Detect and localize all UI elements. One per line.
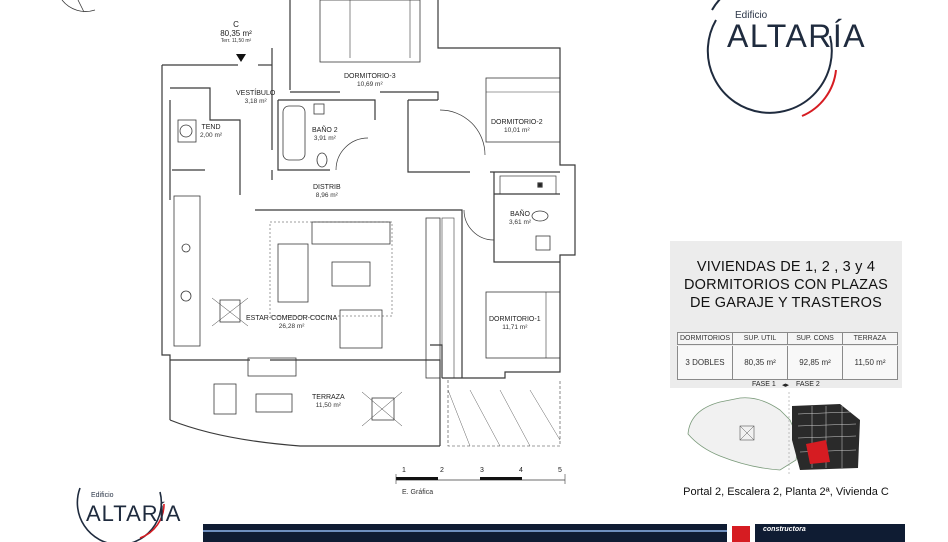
scale-tick: 4 bbox=[519, 467, 523, 474]
room-dormitorio-3: DORMITORIO-3 10,69 m² bbox=[344, 73, 396, 89]
room-area: 10,01 m² bbox=[503, 127, 530, 134]
scale-ticks: 1 2 3 4 5 bbox=[396, 467, 566, 477]
spec-value-cell: 80,35 m² bbox=[732, 346, 787, 380]
fase-arrow-icon: ◂▸ bbox=[782, 382, 790, 389]
scale-tick: 5 bbox=[558, 467, 562, 474]
brand-prefix: Edificio bbox=[735, 10, 768, 21]
brand-name: ALTARÍA bbox=[86, 501, 182, 526]
panel-title-line: DE GARAJE Y TRASTEROS bbox=[690, 295, 882, 311]
spec-header-cell: DORMITORIOS bbox=[677, 332, 732, 345]
room-name: DORMITORIO-3 bbox=[344, 73, 396, 80]
spec-header-cell: SUP. CONS bbox=[787, 332, 842, 345]
spec-header-cell: TERRAZA bbox=[842, 332, 898, 345]
room-name: BAÑO 2 bbox=[312, 127, 338, 134]
scale-tick: 1 bbox=[402, 467, 406, 474]
room-area: 26,28 m² bbox=[278, 323, 305, 330]
room-area: 2,00 m² bbox=[200, 132, 223, 139]
room-vestibulo: VESTÍBULO 3,18 m² bbox=[236, 90, 275, 106]
brand-logo-small: Edificio ALTARÍA bbox=[66, 472, 186, 542]
room-area: 10,69 m² bbox=[356, 81, 383, 88]
room-bano: BAÑO 3,61 m² bbox=[509, 211, 531, 227]
room-distrib: DISTRIB 8,96 m² bbox=[313, 184, 341, 200]
scale-caption: E. Gráfica bbox=[402, 489, 434, 496]
room-area: 11,71 m² bbox=[502, 324, 528, 331]
spec-value-cell: 11,50 m² bbox=[842, 346, 898, 380]
brand-name: ALTARÍA bbox=[727, 18, 867, 54]
room-bano-2: BAÑO 2 3,91 m² bbox=[312, 127, 338, 143]
room-area: 3,91 m² bbox=[313, 135, 336, 142]
scale-tick: 3 bbox=[480, 467, 484, 474]
unit-letter: C bbox=[233, 20, 239, 29]
spec-value-cell: 3 DOBLES bbox=[677, 346, 732, 380]
spec-value-cell: 92,85 m² bbox=[787, 346, 842, 380]
scale-tick: 2 bbox=[440, 467, 444, 474]
panel-title-line: DORMITORIOS CON PLAZAS bbox=[684, 277, 888, 293]
spec-header-cell: SUP. UTIL bbox=[732, 332, 787, 345]
panel-title-line: VIVIENDAS DE 1, 2 , 3 y 4 bbox=[696, 259, 876, 275]
room-area: 8,96 m² bbox=[315, 192, 338, 199]
panel-title: VIVIENDAS DE 1, 2 , 3 y 4 DORMITORIOS CO… bbox=[670, 258, 902, 312]
footer-company: constructora bbox=[755, 524, 905, 542]
fase-2-label: FASE 2 bbox=[796, 381, 820, 388]
room-estar-comedor-cocina: ESTAR-COMEDOR-COCINA 26,28 m² bbox=[246, 315, 337, 331]
room-name: TEND bbox=[201, 124, 221, 131]
room-dormitorio-2: DORMITORIO-2 10,01 m² bbox=[491, 119, 543, 135]
room-dormitorio-1: DORMITORIO-1 11,71 m² bbox=[489, 316, 541, 332]
unit-area: 80,35 m² bbox=[220, 29, 252, 38]
brand-logo-large: Edificio ALTARÍA bbox=[697, 0, 865, 128]
footer-bar bbox=[203, 524, 727, 542]
unit-terrace: Terr. 11,50 m² bbox=[220, 38, 252, 44]
company-logo-mark bbox=[732, 526, 750, 542]
room-terraza: TERRAZA 11,50 m² bbox=[312, 394, 345, 410]
room-name: DISTRIB bbox=[313, 184, 341, 191]
room-area: 11,50 m² bbox=[315, 402, 341, 409]
room-area: 3,18 m² bbox=[244, 98, 267, 105]
room-name: VESTÍBULO bbox=[236, 90, 276, 97]
room-area: 3,61 m² bbox=[509, 219, 532, 226]
room-name: ESTAR-COMEDOR-COCINA bbox=[246, 315, 338, 322]
spec-table-header: DORMITORIOS SUP. UTIL SUP. CONS TERRAZA bbox=[677, 332, 898, 345]
brand-prefix: Edificio bbox=[91, 492, 114, 499]
spec-table-row: 3 DOBLES 80,35 m² 92,85 m² 11,50 m² bbox=[677, 346, 898, 380]
fase-1-label: FASE 1 bbox=[752, 381, 776, 388]
room-tend: TEND 2,00 m² bbox=[200, 124, 222, 140]
room-name: DORMITORIO-1 bbox=[489, 316, 541, 323]
room-name: TERRAZA bbox=[312, 394, 345, 401]
room-name: DORMITORIO-2 bbox=[491, 119, 543, 126]
company-label: constructora bbox=[763, 526, 806, 533]
unit-code: C 80,35 m² Terr. 11,50 m² bbox=[214, 20, 258, 44]
room-name: BAÑO bbox=[510, 211, 530, 218]
footer-divider bbox=[203, 530, 727, 532]
unit-location: Portal 2, Escalera 2, Planta 2ª, Viviend… bbox=[683, 486, 889, 498]
